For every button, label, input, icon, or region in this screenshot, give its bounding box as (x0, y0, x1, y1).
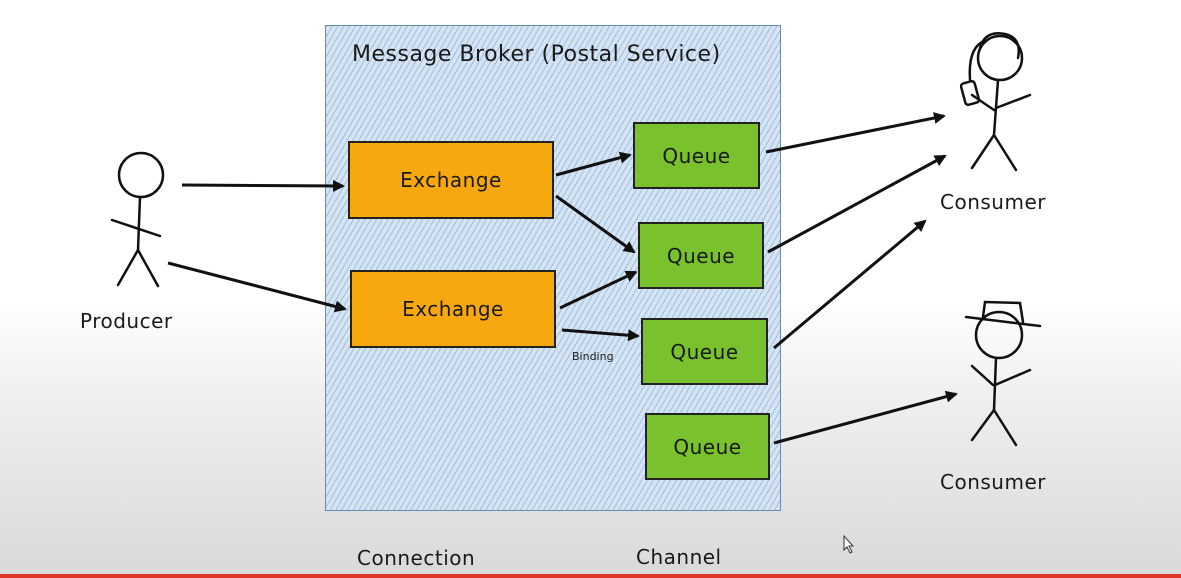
exchange-box-2: Exchange (350, 270, 556, 348)
arrow-queue-2-to-consumer-1 (767, 154, 947, 254)
arrow-queue-3-to-consumer-1 (773, 219, 927, 350)
consumer-label-2: Consumer (940, 470, 1046, 494)
queue-box-4: Queue (645, 413, 770, 480)
arrow-queue-1-to-consumer-1 (765, 112, 946, 154)
exchange-label: Exchange (402, 297, 504, 321)
broker-title: Message Broker (Postal Service) (352, 42, 721, 67)
queue-box-2: Queue (638, 222, 764, 289)
mouse-cursor-icon (843, 534, 855, 554)
connection-label: Connection (357, 546, 476, 570)
queue-label: Queue (673, 434, 742, 459)
queue-box-1: Queue (633, 122, 760, 189)
consumer-ponytail-stick-figure-icon (959, 32, 1032, 172)
queue-label: Queue (666, 243, 736, 268)
arrow-exchange-2-to-queue-2 (559, 270, 638, 310)
producer-label: Producer (80, 309, 173, 333)
queue-label: Queue (662, 143, 731, 168)
arrow-exchange-2-to-queue-3 (561, 328, 640, 342)
producer-stick-figure-icon (110, 151, 165, 288)
arrow-exchange-1-to-queue-1 (555, 151, 632, 177)
arrow-queue-4-to-consumer-2 (773, 390, 958, 445)
consumer-label-1: Consumer (940, 190, 1046, 214)
arrow-producer-to-exchange-1 (181, 179, 345, 192)
queue-label: Queue (670, 339, 739, 364)
exchange-label: Exchange (400, 168, 502, 192)
video-progress-bar[interactable] (0, 574, 1181, 578)
exchange-box-1: Exchange (348, 141, 554, 219)
binding-label: Binding (572, 350, 614, 363)
queue-box-3: Queue (641, 318, 768, 385)
arrow-producer-to-exchange-2 (167, 261, 347, 313)
arrow-exchange-1-to-queue-2 (555, 194, 636, 254)
consumer-hat-stick-figure-icon (964, 300, 1042, 447)
channel-label: Channel (636, 545, 722, 569)
